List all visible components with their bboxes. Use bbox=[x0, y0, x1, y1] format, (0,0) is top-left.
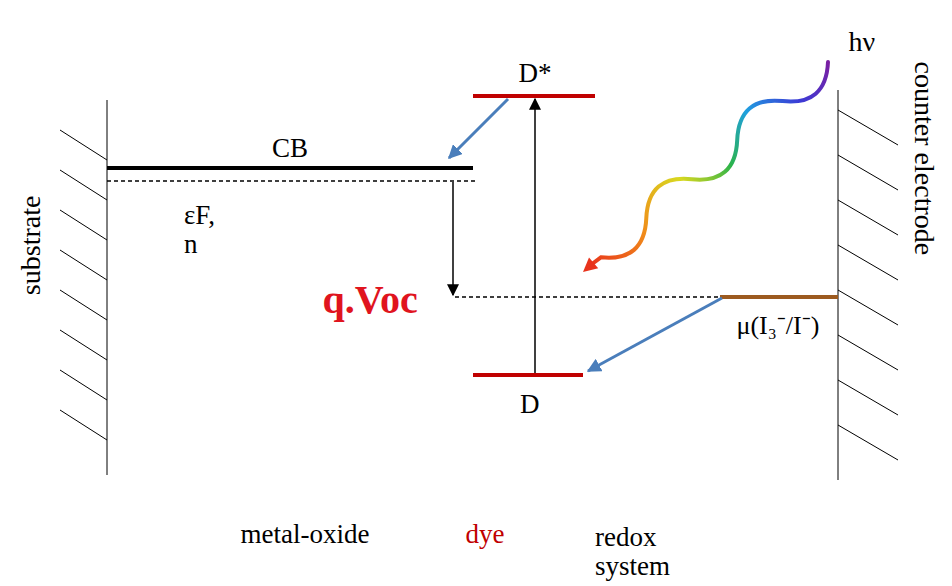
regeneration-arrow bbox=[588, 298, 722, 371]
conduction-band-label: CB bbox=[272, 134, 308, 164]
photon-arrowhead bbox=[583, 258, 598, 272]
metal-oxide-label: metal-oxide bbox=[241, 520, 370, 550]
redox-system-label: redox system bbox=[595, 523, 695, 582]
fermi-level-label: εF, n bbox=[184, 201, 232, 260]
substrate-label: substrate bbox=[16, 195, 47, 295]
counter-electrode-hatching bbox=[838, 90, 898, 480]
counter-electrode-label: counter electrode bbox=[908, 61, 939, 255]
fermi-level-dashed bbox=[107, 180, 478, 182]
photon-wave bbox=[592, 62, 828, 264]
redox-level bbox=[720, 295, 838, 299]
ground-dye-level bbox=[473, 373, 583, 377]
redox-potential-label: μ(I₃⁻/I⁻) bbox=[737, 312, 820, 341]
redox-dashed-level bbox=[455, 296, 720, 298]
injection-arrow bbox=[449, 99, 508, 158]
conduction-band-level bbox=[107, 166, 473, 170]
substrate-hatching bbox=[60, 100, 107, 475]
excited-dye-level bbox=[473, 94, 595, 98]
dye-label: dye bbox=[466, 520, 505, 550]
voc-label: q.Voc bbox=[323, 278, 418, 322]
voc-arrow bbox=[452, 182, 454, 295]
photon-label: hν bbox=[849, 27, 876, 58]
excited-state-label: D* bbox=[519, 59, 552, 89]
excitation-arrow bbox=[534, 99, 536, 373]
ground-state-label: D bbox=[520, 390, 540, 420]
